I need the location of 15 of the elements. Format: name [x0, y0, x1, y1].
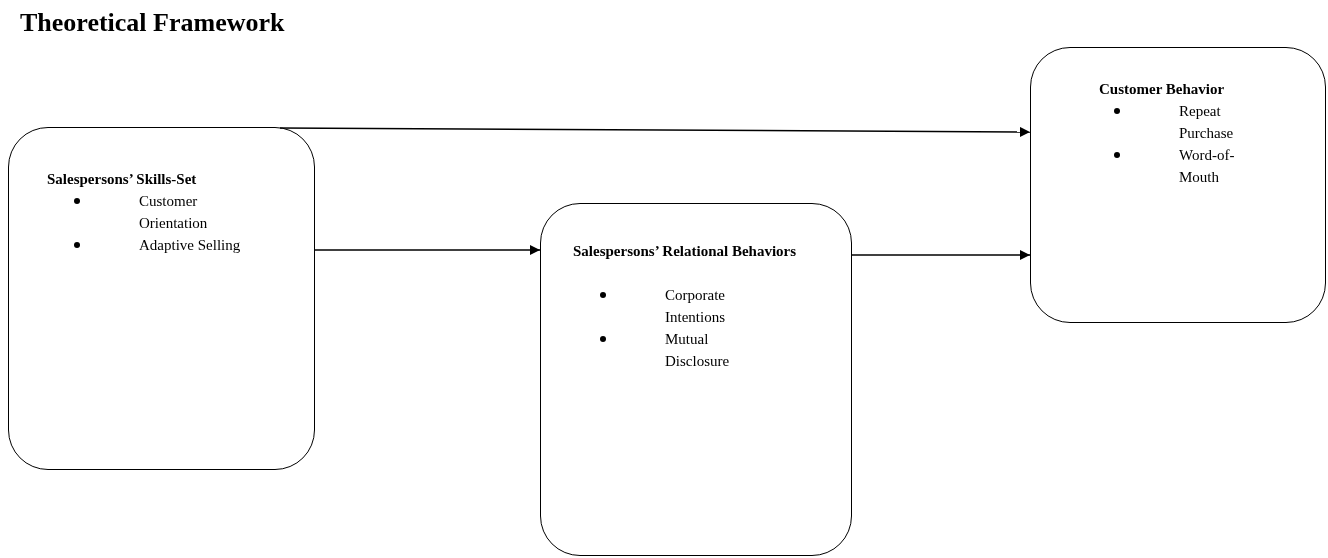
- box-heading: Customer Behavior: [1099, 80, 1226, 99]
- bullet-item: Mutual Disclosure: [665, 330, 731, 371]
- arrow: [314, 245, 541, 255]
- bullet-item: Corporate Intentions: [665, 286, 726, 327]
- box-heading: Salespersons’ Relational Behaviors: [573, 242, 798, 261]
- box-heading: Salespersons’ Skills-Set: [47, 170, 198, 189]
- bullet-item: Customer Orientation: [139, 192, 209, 233]
- rounded-box: [540, 203, 852, 556]
- bullet-item: Word-of-Mouth: [1179, 146, 1236, 187]
- diagram-title: Theoretical Framework: [20, 8, 285, 38]
- arrow: [851, 250, 1031, 260]
- bullet-item: Repeat Purchase: [1179, 102, 1235, 143]
- rounded-box: [8, 127, 315, 470]
- rounded-box: [1030, 47, 1326, 323]
- bullet-item: Adaptive Selling: [139, 236, 242, 255]
